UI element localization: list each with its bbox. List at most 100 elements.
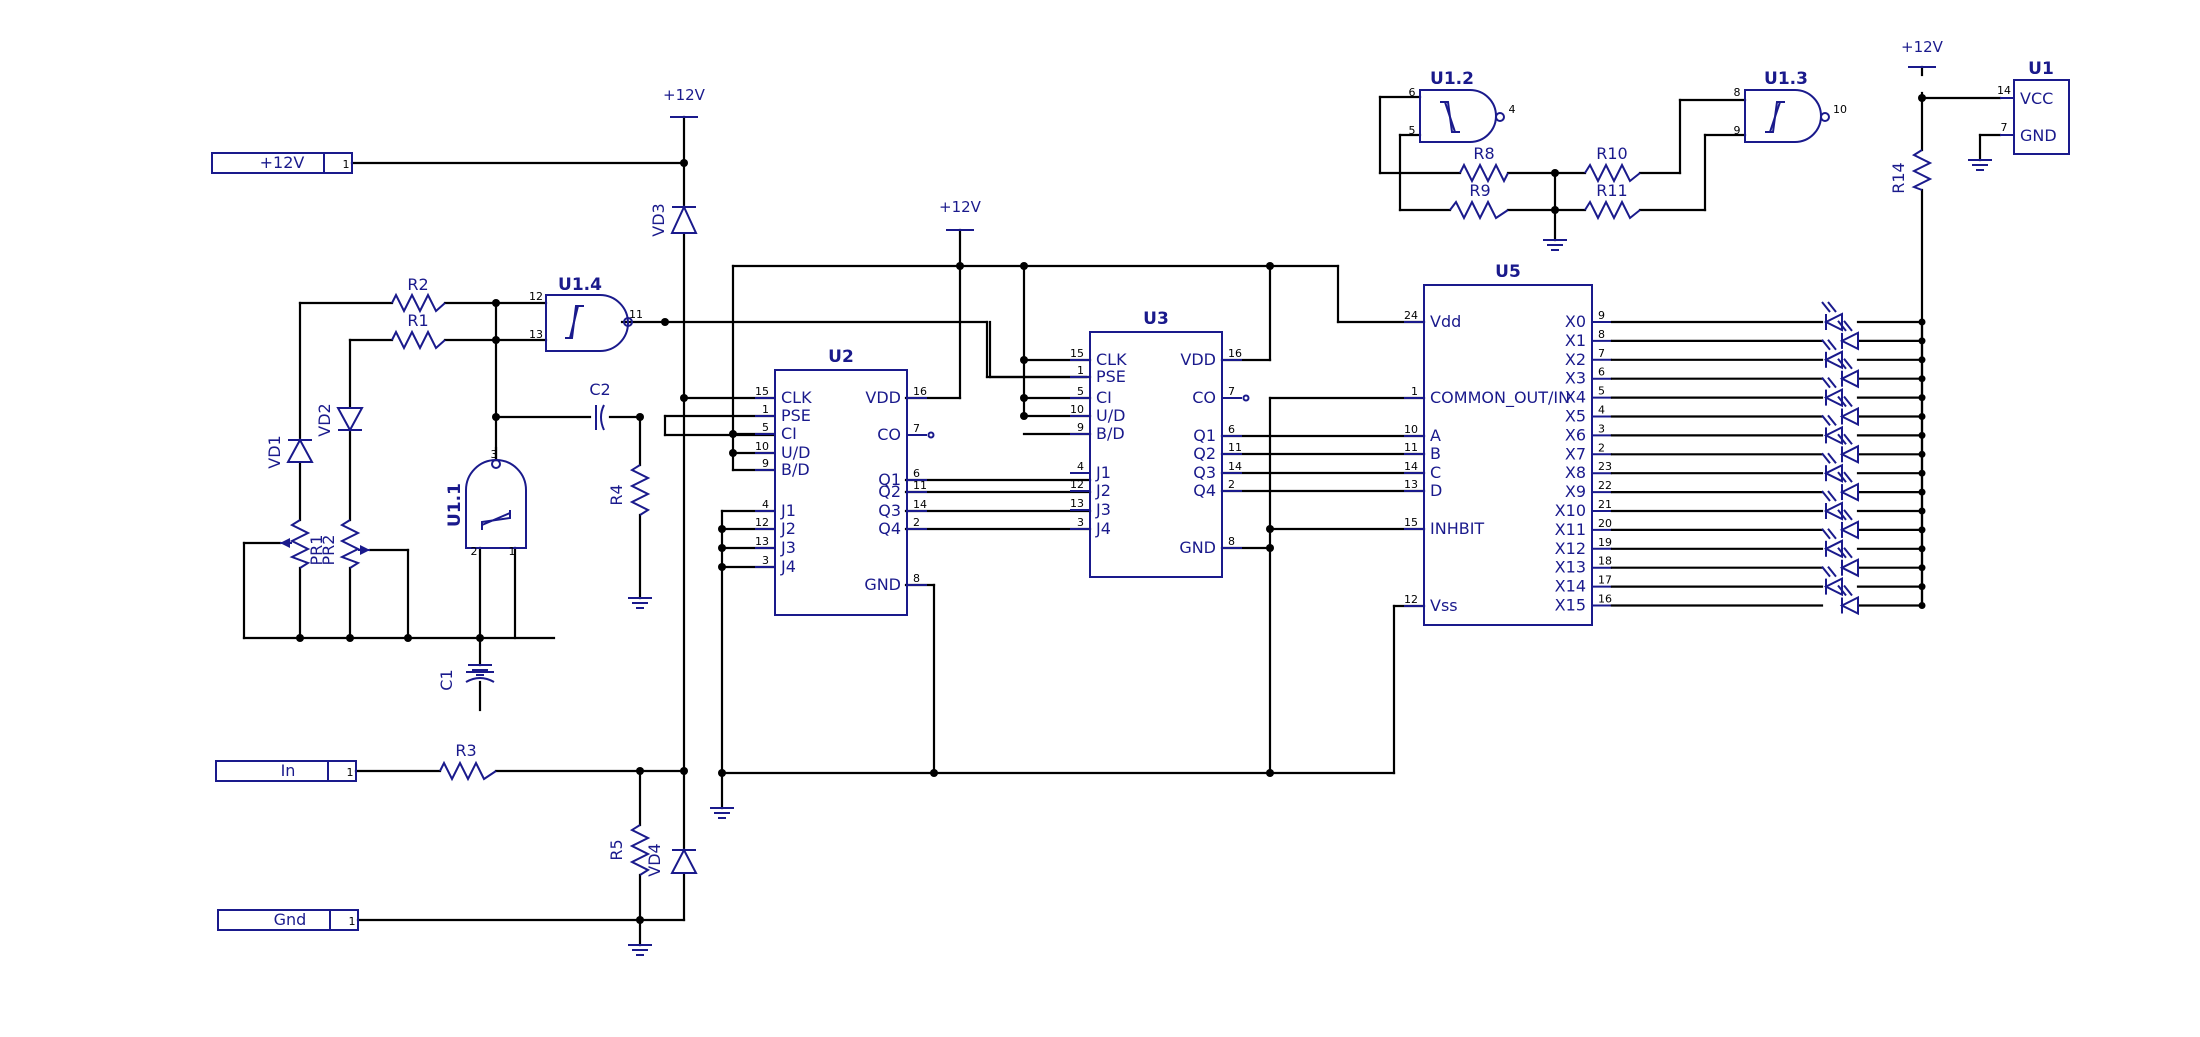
svg-text:6: 6 <box>1409 86 1416 99</box>
u2-pin-name: U/D <box>781 443 810 462</box>
u3-pin-name: Q2 <box>1193 444 1216 463</box>
u3-pin-name: VDD <box>1180 350 1216 369</box>
led-icon <box>1823 350 1843 370</box>
ic-u1: U1 VCC GND 14 7 <box>1997 59 2070 155</box>
u2-pin-num: 5 <box>762 421 769 434</box>
u5-pin-name: X0 <box>1565 312 1586 331</box>
svg-text:1: 1 <box>509 545 516 558</box>
connector-in: In 1 <box>215 760 357 782</box>
u5-pin-name: X7 <box>1565 444 1586 463</box>
led-icon <box>1839 406 1859 427</box>
gate-u1-4: U1.4 12 13 11 <box>529 275 643 352</box>
svg-text:R14: R14 <box>1889 162 1908 193</box>
diode-vd4: VD4 <box>645 843 698 877</box>
u5-pin-num: 23 <box>1598 460 1612 473</box>
led-icon <box>1823 463 1843 483</box>
pot-pr1: PR1 <box>280 519 326 569</box>
resistor-r5: R5 <box>607 824 651 876</box>
u3-pin-num: 5 <box>1077 385 1084 398</box>
u3-pin-num: 15 <box>1070 347 1084 360</box>
led-icon <box>1839 482 1859 502</box>
u5-pin-num: 3 <box>1598 422 1605 435</box>
u2-pin-name: GND <box>864 575 901 594</box>
led-icon <box>1823 425 1843 446</box>
resistor-r3: R3 <box>439 741 497 782</box>
u3-pin-name: J2 <box>1095 481 1111 500</box>
svg-text:12: 12 <box>529 290 543 303</box>
u3-pin-num: 1 <box>1077 364 1084 377</box>
capacitor-c2: C2 <box>589 380 611 431</box>
svg-text:1: 1 <box>343 158 350 171</box>
u2-pin-name: Q1 <box>878 470 901 489</box>
u5-pin-name: X6 <box>1565 425 1586 444</box>
u5-pin-name: X3 <box>1565 369 1586 388</box>
u3-pin-name: PSE <box>1096 367 1126 386</box>
svg-text:U1.1: U1.1 <box>445 483 465 527</box>
u5-pin-num: 13 <box>1404 478 1418 491</box>
u3-pin-name: CLK <box>1096 350 1127 369</box>
u3-pin-num: 4 <box>1077 460 1084 473</box>
u2-pin-name: CO <box>877 425 901 444</box>
u5-pin-num: 14 <box>1404 460 1418 473</box>
resistor-r8: R8 <box>1459 144 1509 184</box>
u2-label: U2 <box>828 347 854 367</box>
u2-pin-num: 10 <box>755 440 769 453</box>
svg-text:VCC: VCC <box>2020 89 2053 108</box>
u3-pin-name: J4 <box>1095 519 1111 538</box>
svg-text:10: 10 <box>1833 103 1847 116</box>
led-array <box>1610 301 1926 616</box>
u5-pin-name: X12 <box>1555 539 1586 558</box>
svg-text:3: 3 <box>491 448 498 461</box>
led-icon <box>1839 520 1859 540</box>
u5-pin-name: Vss <box>1430 596 1458 615</box>
svg-text:In: In <box>281 761 296 780</box>
ic-u3: U3CLK15PSE1CI5U/D10B/D9J14J212J313J43VDD… <box>1070 309 1250 578</box>
u5-pin-num: 11 <box>1404 441 1418 454</box>
led-icon <box>1839 595 1859 616</box>
resistor-r14: R14 <box>1889 149 1933 194</box>
ground-symbols <box>468 159 1992 956</box>
svg-text:8: 8 <box>1734 86 1741 99</box>
u5-pin-name: X11 <box>1555 520 1586 539</box>
u2-pin-num: 11 <box>913 479 927 492</box>
svg-text:PR1: PR1 <box>307 535 326 566</box>
u5-pin-name: X4 <box>1565 388 1586 407</box>
svg-text:R5: R5 <box>607 839 626 860</box>
u5-pin-num: 1 <box>1411 385 1418 398</box>
resistor-r9: R9 <box>1449 181 1509 221</box>
led-icon <box>1823 387 1843 408</box>
svg-text:2: 2 <box>471 545 478 558</box>
u2-pin-num: 4 <box>762 498 769 511</box>
svg-text:1: 1 <box>349 915 356 928</box>
svg-text:U1.4: U1.4 <box>558 275 602 295</box>
u5-pin-name: X13 <box>1555 558 1586 577</box>
u5-pin-name: X15 <box>1555 596 1586 615</box>
u5-pin-num: 2 <box>1598 441 1605 454</box>
u5-pin-num: 17 <box>1598 574 1612 587</box>
svg-text:13: 13 <box>529 328 543 341</box>
svg-text:14: 14 <box>1997 84 2011 97</box>
u5-label: U5 <box>1495 262 1521 282</box>
svg-text:U1.3: U1.3 <box>1764 69 1808 89</box>
svg-text:+12V: +12V <box>663 86 706 104</box>
u3-pin-num: 13 <box>1070 497 1084 510</box>
u5-pin-name: X10 <box>1555 501 1586 520</box>
gate-u1-3: U1.3 8 9 10 <box>1734 69 1847 143</box>
svg-text:R4: R4 <box>607 484 626 505</box>
svg-text:R9: R9 <box>1469 181 1490 200</box>
svg-text:VD2: VD2 <box>315 403 334 436</box>
diode-vd2: VD2 <box>315 403 364 437</box>
svg-text:5: 5 <box>1409 124 1416 137</box>
u3-pin-name: GND <box>1179 538 1216 557</box>
u5-pin-num: 18 <box>1598 555 1612 568</box>
vcc-symbol-u3: +12V <box>939 198 982 231</box>
connector-vcc: +12V 1 <box>211 152 353 174</box>
u3-pin-num: 11 <box>1228 441 1242 454</box>
u2-pin-num: 9 <box>762 457 769 470</box>
vcc-symbol-main: +12V <box>663 86 706 118</box>
svg-text:VD3: VD3 <box>649 203 668 236</box>
svg-text:11: 11 <box>629 308 643 321</box>
u3-pin-num: 3 <box>1077 516 1084 529</box>
svg-text:VD1: VD1 <box>265 435 284 468</box>
